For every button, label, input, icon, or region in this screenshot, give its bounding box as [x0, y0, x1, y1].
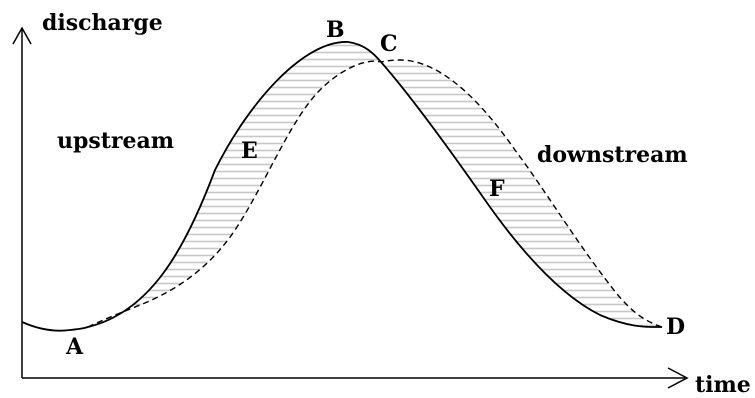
upstream-curve — [21, 41, 663, 332]
point-b-label: B — [326, 17, 345, 43]
x-axis-arrowhead — [667, 367, 689, 389]
point-c-label: C — [380, 31, 398, 57]
region-f-label: F — [489, 176, 505, 202]
shaded-region-f — [381, 60, 662, 328]
y-axis-label: discharge — [42, 10, 163, 36]
shaded-region-e — [88, 41, 381, 327]
downstream-curve — [87, 59, 663, 328]
y-axis-arrowhead — [12, 26, 32, 45]
x-axis-label: time — [695, 372, 751, 398]
point-d-label: D — [666, 314, 685, 340]
downstream-label: downstream — [537, 142, 688, 168]
upstream-label: upstream — [57, 128, 174, 154]
point-a-label: A — [65, 334, 84, 360]
region-e-label: E — [241, 138, 258, 164]
